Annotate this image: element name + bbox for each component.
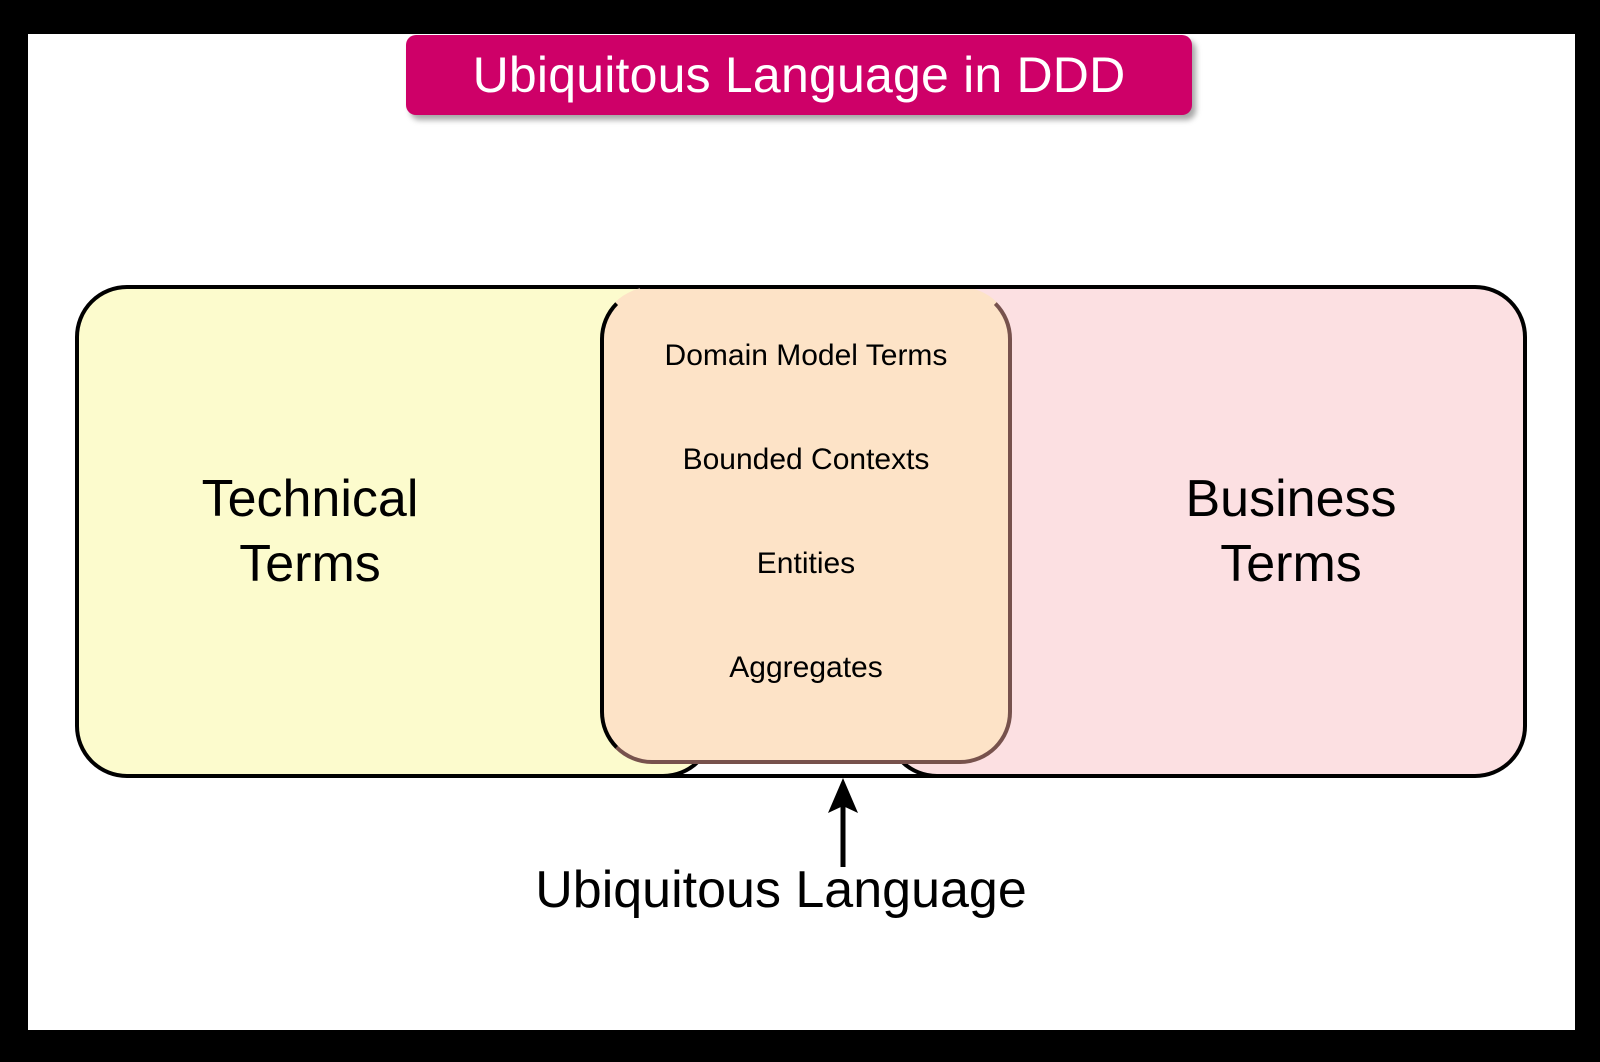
title-banner: Ubiquitous Language in DDD [406,35,1192,115]
business-terms-line-2: Terms [1220,534,1362,593]
technical-terms-line-2: Terms [239,534,381,593]
callout-arrow-icon [828,778,858,867]
intersection-item-domain-model-terms: Domain Model Terms [664,339,948,372]
callout-caption-label: Ubiquitous Language [535,861,1027,919]
intersection-item-aggregates: Aggregates [729,651,883,684]
business-terms-line-1: Business [1185,469,1397,528]
technical-terms-line-1: Technical [201,469,419,528]
venn-set-technical-terms-label: Technical Terms [202,467,419,597]
intersection-item-bounded-contexts: Bounded Contexts [682,443,930,476]
venn-intersection-region: Domain Model Terms Bounded Contexts Enti… [600,287,1012,764]
venn-set-business-terms-label: Business Terms [1186,467,1397,597]
venn-bottom-edge-rule [640,774,975,778]
venn-top-edge-rule [640,285,975,289]
page-title: Ubiquitous Language in DDD [472,47,1126,103]
callout-caption: Ubiquitous Language [0,861,1600,919]
intersection-item-entities: Entities [756,547,856,580]
